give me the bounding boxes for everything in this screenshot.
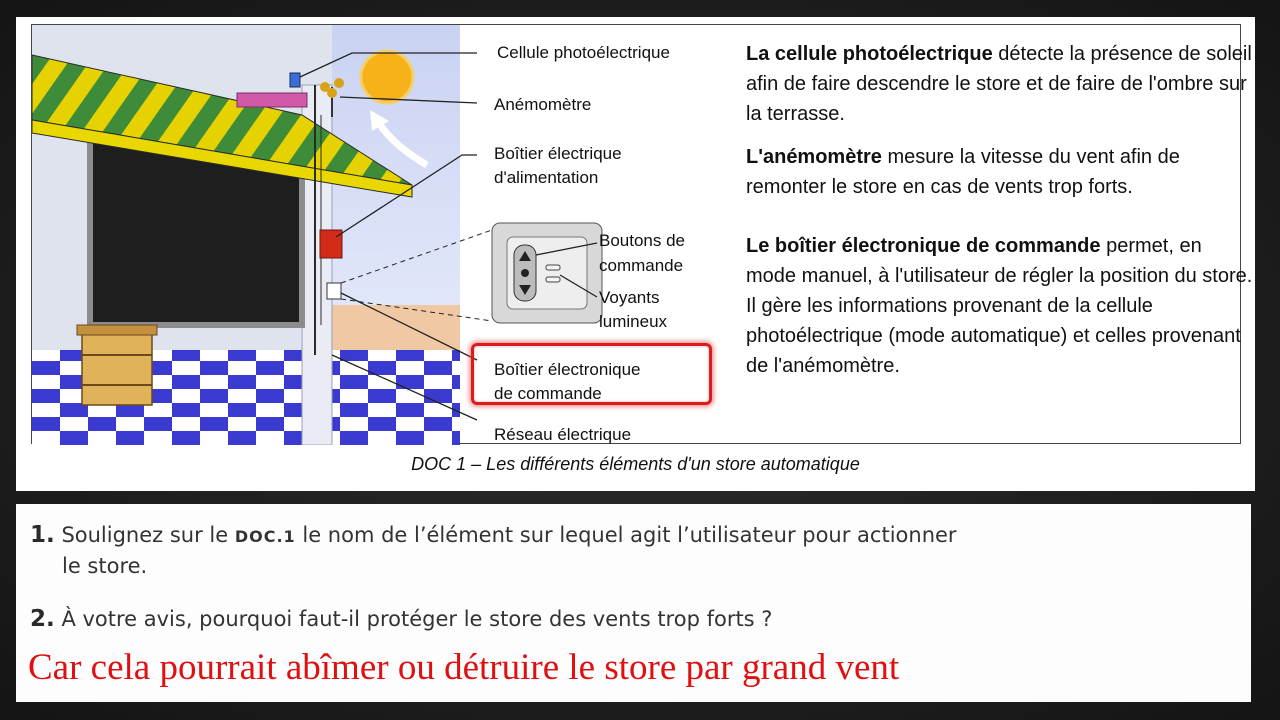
highlight-box bbox=[471, 343, 712, 405]
question-1-doc-ref: DOC.1 bbox=[234, 527, 296, 546]
label-control-box-1: Boîtier électronique bbox=[494, 360, 641, 379]
label-network: Réseau électrique bbox=[494, 425, 632, 444]
question-1-text-after: le nom de l’élément sur lequel agit l’ut… bbox=[295, 523, 957, 547]
label-power-box-1: Boîtier électrique bbox=[494, 144, 622, 163]
paragraph-anemometer-text: mesure la vitesse du vent afin de remont… bbox=[746, 146, 1180, 198]
label-control-box-2: de commande bbox=[494, 384, 602, 403]
paragraph-photocell-text: détecte la présence de soleil afin de fa… bbox=[746, 43, 1252, 125]
bucket bbox=[76, 324, 158, 406]
paragraph-control-box-text: permet, en mode manuel, à l'utilisateur … bbox=[746, 235, 1253, 377]
paragraph-control-box-bold: Le boîtier électronique de commande bbox=[746, 235, 1101, 257]
store-illustration bbox=[32, 25, 603, 445]
label-power-box-2: d'alimentation bbox=[494, 168, 599, 187]
question-2: 2. À votre avis, pourquoi faut-il protég… bbox=[30, 604, 772, 635]
label-photocell: Cellule photoélectrique bbox=[497, 43, 670, 62]
label-leds-2: lumineux bbox=[599, 312, 668, 331]
paragraph-photocell: La cellule photoélectrique détecte la pr… bbox=[746, 39, 1256, 129]
question-2-number: 2. bbox=[30, 606, 55, 632]
control-box-device bbox=[326, 282, 342, 300]
label-buttons-1: Boutons de bbox=[599, 231, 686, 250]
label-anemometer: Anémomètre bbox=[494, 95, 592, 114]
awning-box bbox=[236, 92, 308, 108]
sun-icon bbox=[359, 49, 415, 105]
question-1-text-before: Soulignez sur le bbox=[61, 523, 235, 547]
paragraph-anemometer: L'anémomètre mesure la vitesse du vent a… bbox=[746, 142, 1256, 202]
paragraph-control-box: Le boîtier électronique de commande perm… bbox=[746, 231, 1256, 381]
document-panel: Cellule photoélectrique Anémomètre Boîti… bbox=[16, 17, 1255, 491]
doc-frame: Cellule photoélectrique Anémomètre Boîti… bbox=[31, 24, 1252, 445]
question-1-number: 1. bbox=[30, 522, 55, 548]
power-box-device bbox=[319, 229, 343, 259]
photocell-device bbox=[289, 72, 301, 88]
question-1: 1. Soulignez sur le DOC.1 le nom de l’él… bbox=[30, 520, 957, 552]
anemometer-device bbox=[320, 78, 344, 117]
paragraph-photocell-bold: La cellule photoélectrique bbox=[746, 43, 993, 65]
question-panel: 1. Soulignez sur le DOC.1 le nom de l’él… bbox=[16, 504, 1251, 702]
doc-caption: DOC 1 – Les différents éléments d'un sto… bbox=[411, 454, 860, 474]
paragraph-anemometer-bold: L'anémomètre bbox=[746, 146, 882, 168]
question-2-text: À votre avis, pourquoi faut-il protéger … bbox=[61, 607, 773, 631]
question-1-line2: le store. bbox=[62, 554, 148, 578]
label-buttons-2: commande bbox=[599, 256, 684, 275]
answer-text: Car cela pourrait abîmer ou détruire le … bbox=[28, 647, 900, 688]
label-leds-1: Voyants bbox=[599, 288, 660, 307]
